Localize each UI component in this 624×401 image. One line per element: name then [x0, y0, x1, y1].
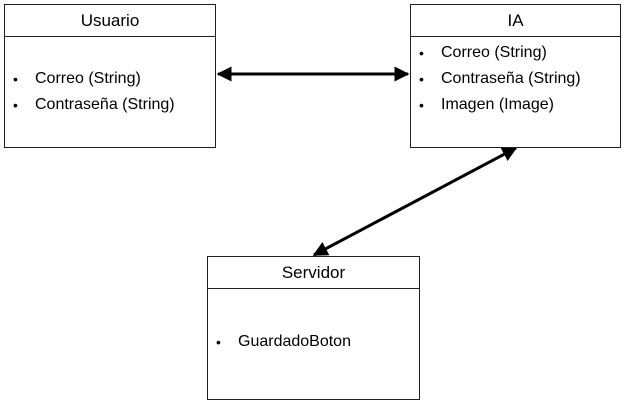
bullet-icon: • [13, 97, 18, 113]
attribute-item: • Correo (String) [5, 66, 215, 92]
class-title: Usuario [5, 5, 215, 37]
class-title: Servidor [208, 257, 419, 289]
attribute-list: • Correo (String) • Contraseña (String) [5, 66, 215, 118]
attribute-label: Correo (String) [35, 70, 141, 87]
attribute-list: • GuardadoBoton [208, 329, 419, 355]
bullet-icon: • [419, 71, 424, 87]
bullet-icon: • [216, 334, 221, 350]
attribute-item: • Contraseña (String) [5, 92, 215, 118]
attribute-label: Contraseña (String) [35, 96, 175, 113]
class-box-ia: IA • Correo (String) • Contraseña (Strin… [410, 4, 621, 148]
attribute-item: • GuardadoBoton [208, 329, 419, 355]
attribute-label: Contraseña (String) [441, 70, 581, 87]
attribute-item: • Contraseña (String) [411, 66, 620, 92]
attribute-label: Correo (String) [441, 44, 547, 61]
class-title: IA [411, 5, 620, 37]
bullet-icon: • [419, 45, 424, 61]
attribute-label: GuardadoBoton [238, 333, 351, 350]
attribute-list: • Correo (String) • Contraseña (String) … [411, 40, 620, 118]
class-box-servidor: Servidor • GuardadoBoton [207, 256, 420, 400]
attribute-item: • Imagen (Image) [411, 92, 620, 118]
attribute-label: Imagen (Image) [441, 96, 554, 113]
bullet-icon: • [419, 97, 424, 113]
class-box-usuario: Usuario • Correo (String) • Contraseña (… [4, 4, 216, 148]
bullet-icon: • [13, 71, 18, 87]
association-ia-servidor [312, 146, 518, 257]
attribute-item: • Correo (String) [411, 40, 620, 66]
